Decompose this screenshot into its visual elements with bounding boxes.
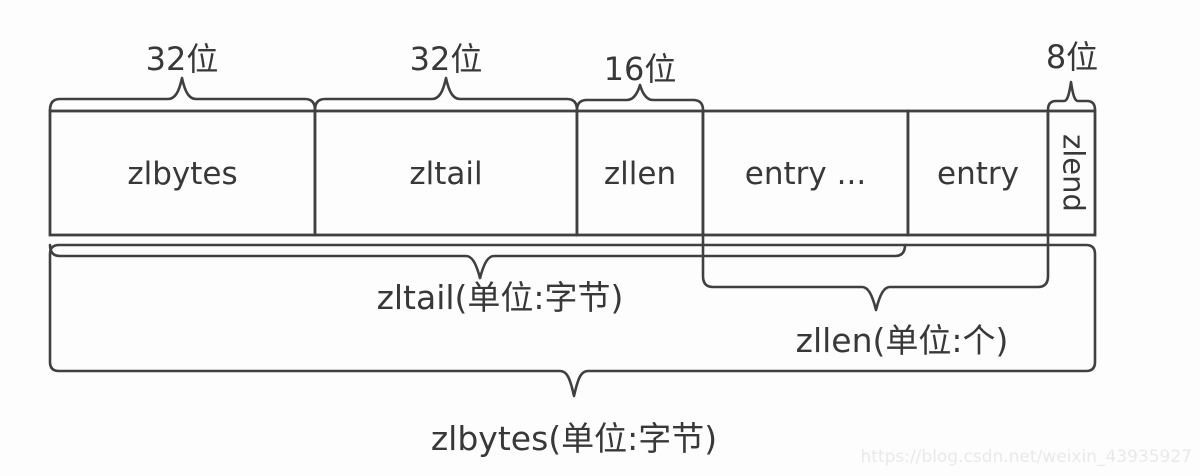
field-box-zlbytes (48, 109, 317, 237)
range-label-zltail: zltail(单位:字节) (377, 278, 624, 317)
bit-width-label-zlbytes: 32位 (146, 40, 219, 78)
field-label-zllen: zllen (604, 156, 676, 192)
bit-width-label-zllen: 16位 (604, 50, 677, 88)
range-label-zlbytes: zlbytes(单位:字节) (431, 419, 717, 458)
field-label-entry: entry (937, 156, 1019, 192)
field-box-zlend (1046, 109, 1097, 237)
field-box-zllen (575, 109, 705, 237)
field-label-zlend-rotated: zlend (1057, 134, 1091, 212)
field-label-zlbytes: zlbytes (127, 156, 237, 192)
bit-width-label-zltail: 32位 (410, 40, 483, 78)
top-brace-zltail (313, 76, 579, 112)
field-box-entry (906, 109, 1050, 237)
top-brace-zlbytes (48, 76, 317, 112)
range-brace-zlbytes (48, 243, 1097, 398)
field-label-zltail: zltail (409, 156, 482, 192)
field-box-zltail (313, 109, 579, 237)
watermark-url: https://blog.csdn.net/weixin_43935927 (860, 447, 1192, 467)
top-brace-zllen (575, 83, 705, 112)
range-label-zllen: zllen(单位:个) (796, 321, 1009, 360)
bit-width-label-zlend: 8位 (1046, 38, 1098, 76)
range-brace-zllen (701, 235, 1050, 312)
range-brace-zltail (48, 243, 907, 280)
top-brace-zlend (1046, 80, 1097, 112)
field-label-entry-more: entry ... (745, 156, 866, 192)
